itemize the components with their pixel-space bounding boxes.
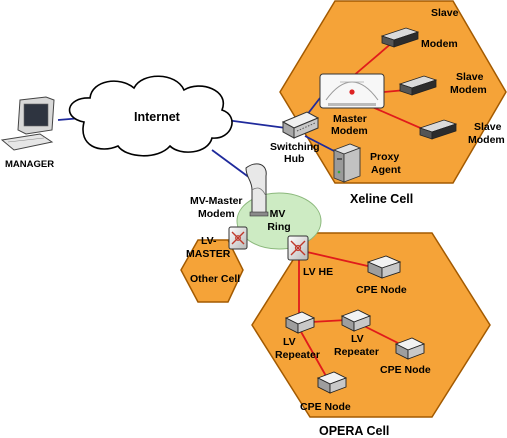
node-box-icon xyxy=(316,371,348,394)
switch-icon xyxy=(281,111,320,139)
slave-modem-2-label: Slave Modem xyxy=(450,71,487,96)
slave-modem-2-line2: Modem xyxy=(450,84,487,96)
master-modem-icon xyxy=(319,73,385,109)
node-box-icon xyxy=(366,255,402,279)
proxy-agent-line1: Proxy xyxy=(370,151,399,163)
link-lvhe-cpe1 xyxy=(306,251,373,268)
cpe-node-2-label: CPE Node xyxy=(380,364,431,376)
proxy-agent-line2: Agent xyxy=(371,164,401,176)
mv-master-modem-label: MV-Master Modem xyxy=(190,195,245,220)
lv-master-label: LV- MASTER xyxy=(186,235,231,260)
proxy-agent-label: Proxy Agent xyxy=(370,151,402,176)
slave-modem-1-line2: Modem xyxy=(421,38,458,50)
internet-label: Internet xyxy=(134,110,181,124)
slave-modem-3-line2: Modem xyxy=(468,134,505,146)
master-modem-label-line2: Modem xyxy=(331,125,368,137)
lv-master-line2: MASTER xyxy=(186,248,231,260)
link-rep1-cpe3 xyxy=(299,329,327,377)
link-internet-dish xyxy=(211,149,251,179)
slave-modem-1-line1: Slave xyxy=(431,7,459,19)
slave-modem-3-line1: Slave xyxy=(474,121,502,133)
lv-repeater-1-label: LV Repeater xyxy=(275,336,320,361)
modem-icon xyxy=(398,75,438,96)
opera-cell-label: OPERA Cell xyxy=(319,424,389,438)
router-icon xyxy=(287,235,309,261)
lv-repeater-2-line2: Repeater xyxy=(334,346,379,358)
lv-repeater-2-line1: LV xyxy=(351,333,364,345)
mv-ring-line1: MV xyxy=(270,208,286,220)
lv-master-line1: LV- xyxy=(201,235,217,247)
node-box-icon xyxy=(340,309,372,332)
xeline-cell-label: Xeline Cell xyxy=(350,192,413,206)
node-box-icon xyxy=(284,311,316,334)
switching-hub-label-line1: Switching xyxy=(270,141,320,153)
slave-modem-3-label: Slave Modem xyxy=(468,121,505,146)
other-cell xyxy=(180,239,244,303)
switching-hub-label: Switching Hub xyxy=(270,141,323,165)
mv-ring-line2: Ring xyxy=(267,221,290,233)
link-rep2-cpe2 xyxy=(361,324,403,346)
dish-icon xyxy=(245,163,269,217)
link-hub-proxy xyxy=(304,135,337,153)
lv-repeater-2-label: LV Repeater xyxy=(334,333,379,358)
lv-he-label: LV HE xyxy=(303,266,333,278)
computer-icon xyxy=(0,96,55,151)
links xyxy=(57,41,426,377)
link-master-slave3 xyxy=(369,105,426,131)
master-modem-label: Master Modem xyxy=(331,113,370,137)
node-box-icon xyxy=(394,337,426,360)
master-modem-label-line1: Master xyxy=(333,113,367,125)
mv-ring-label: MV Ring xyxy=(267,208,290,233)
opera-cell xyxy=(251,232,491,418)
cloud-icon xyxy=(68,75,233,157)
slave-modem-2-line1: Slave xyxy=(456,71,484,83)
router-icon xyxy=(228,226,248,250)
lv-repeater-1-line1: LV xyxy=(283,336,296,348)
slave-modem-1-label: Slave Modem xyxy=(421,7,461,50)
link-master-slave1 xyxy=(351,41,394,78)
modem-icon xyxy=(380,27,420,48)
server-icon xyxy=(332,143,362,183)
link-internet-hub xyxy=(225,119,287,129)
mv-master-line1: MV-Master xyxy=(190,195,243,207)
other-cell-label: Other Cell xyxy=(190,273,240,285)
link-rep1-rep2 xyxy=(310,319,348,323)
switching-hub-label-line2: Hub xyxy=(284,153,304,165)
cpe-node-3-label: CPE Node xyxy=(300,401,351,413)
lv-repeater-1-line2: Repeater xyxy=(275,349,320,361)
modem-icon xyxy=(418,119,458,140)
manager-label: MANAGER xyxy=(5,159,54,170)
mv-master-line2: Modem xyxy=(198,208,235,220)
cpe-node-1-label: CPE Node xyxy=(356,284,407,296)
